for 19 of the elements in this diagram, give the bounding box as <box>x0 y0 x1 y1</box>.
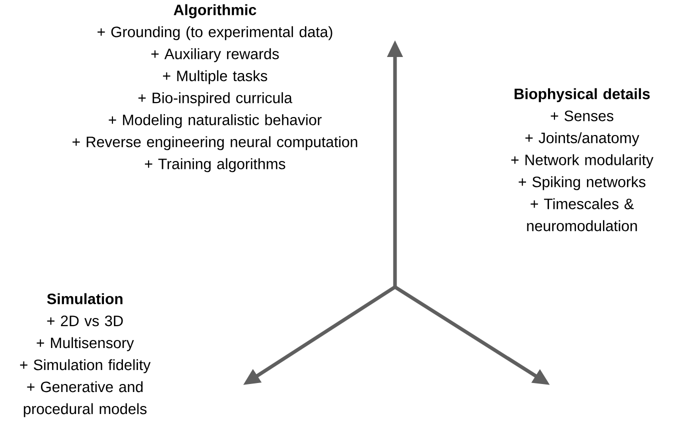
list-item: + Reverse engineering neural computation <box>72 136 358 150</box>
list-item: + Senses <box>550 110 614 122</box>
list-item: + Grounding (to experimental data) <box>98 26 332 40</box>
list-item: + Multiple tasks <box>163 70 268 84</box>
list-item: + Generative and procedural models <box>24 381 147 418</box>
list-item: + Simulation fidelity <box>20 359 151 374</box>
list-item: + Modeling naturalistic behavior <box>108 114 322 128</box>
list-item: + Auxiliary rewards <box>151 48 279 62</box>
list-item: + Timescales & neuromodulation <box>527 198 637 232</box>
list-item: + Spiking networks <box>518 176 646 190</box>
list-item: + Network modularity <box>511 154 654 168</box>
list-item: + 2D vs 3D <box>47 316 123 326</box>
axis-heading: Simulation <box>47 293 122 304</box>
list-item: + Bio-inspired curricula <box>138 92 292 106</box>
list-item: + Joints/anatomy <box>525 132 640 146</box>
axis-heading: Algorithmic <box>174 4 256 18</box>
list-item: + Multisensory <box>36 337 134 352</box>
list-item: + Training algorithms <box>144 158 286 172</box>
axis-heading: Biophysical details <box>514 88 650 102</box>
